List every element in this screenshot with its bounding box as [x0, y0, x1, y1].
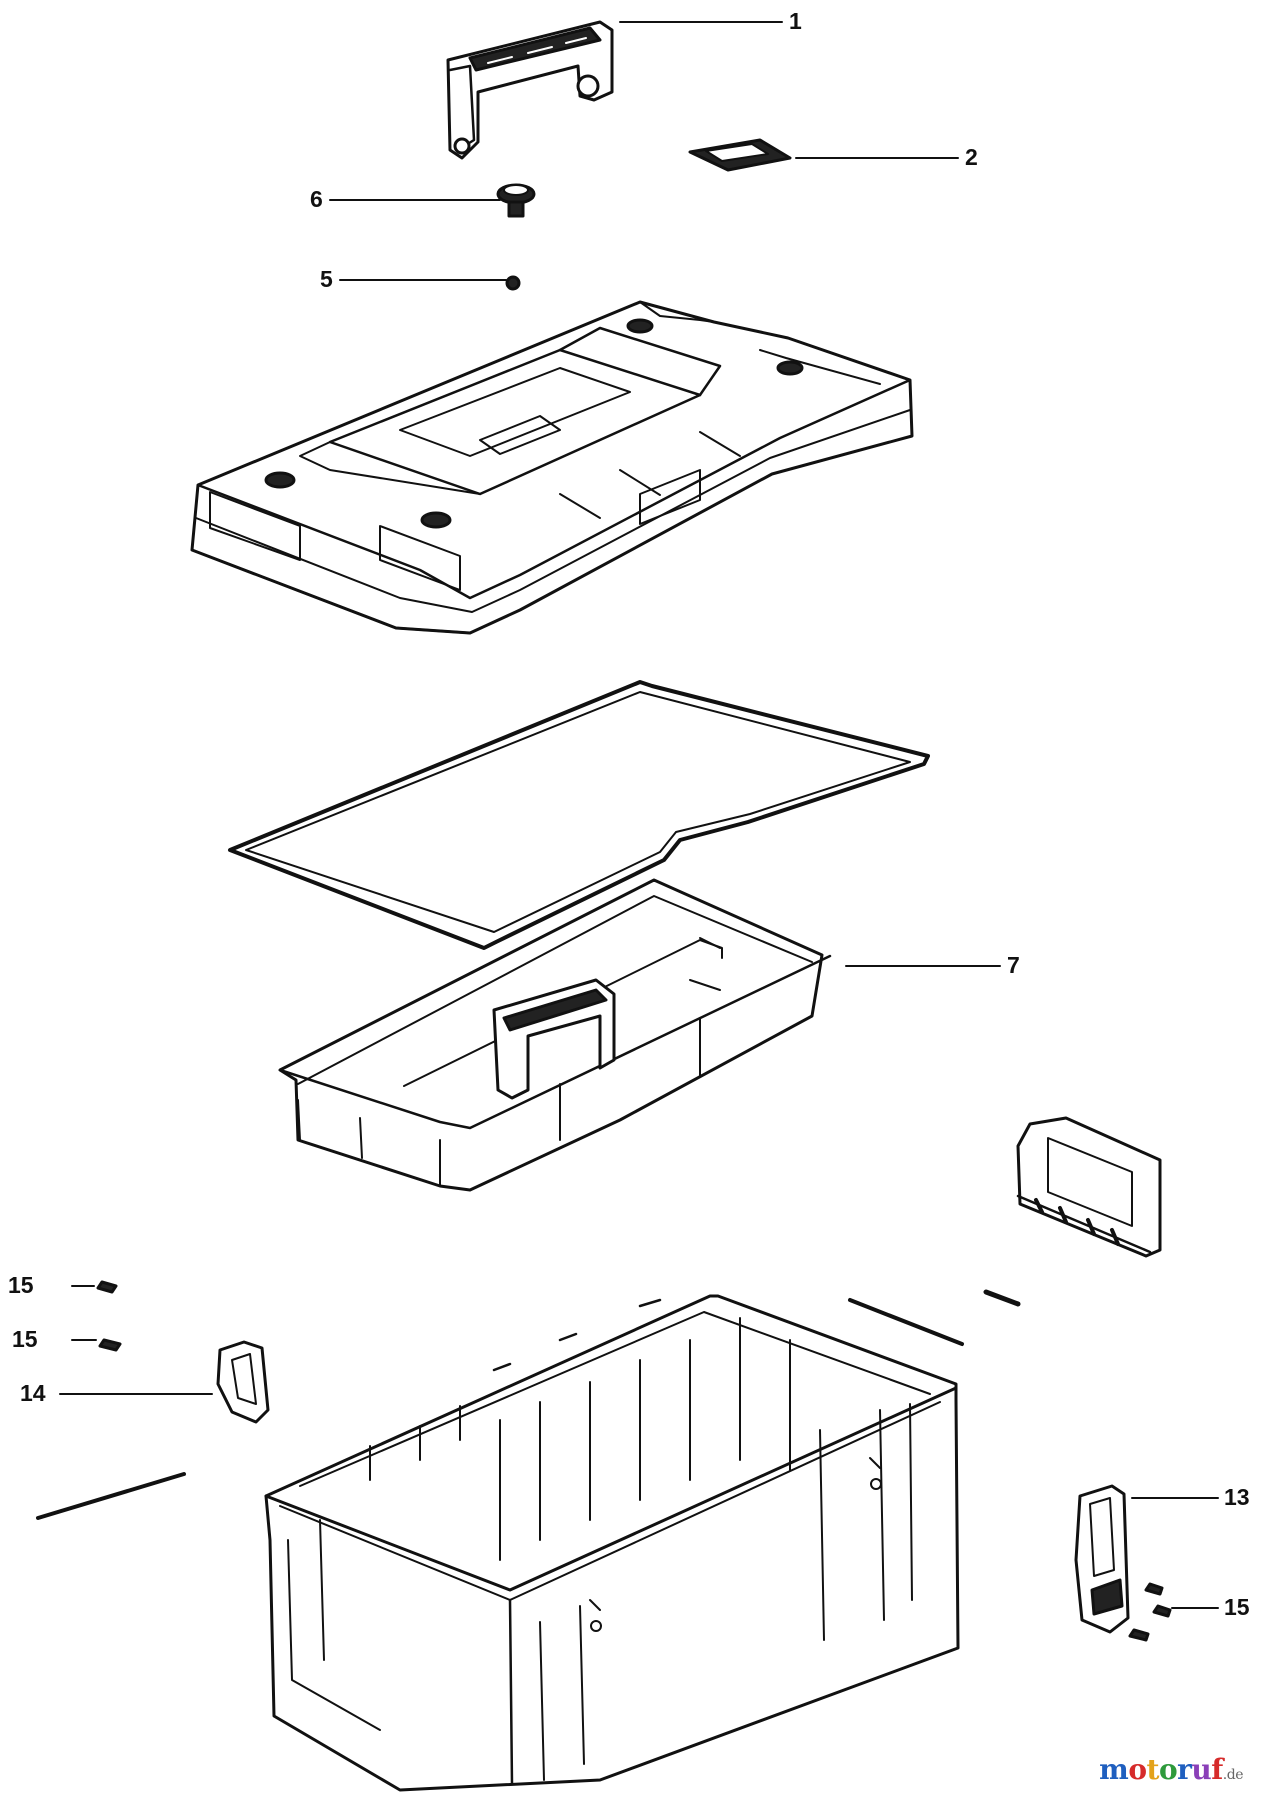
part-side-handle — [1016, 1116, 1162, 1258]
watermark-brand: motoruf — [1099, 1753, 1223, 1786]
part-latch-plate — [688, 138, 792, 172]
part-latch-13 — [1074, 1484, 1130, 1634]
watermark-letter: t — [1146, 1753, 1160, 1786]
callout-14: 14 — [20, 1380, 46, 1406]
callout-15-lower: 15 — [1224, 1594, 1250, 1620]
part-tray — [278, 878, 832, 1192]
callout-15-middle: 15 — [12, 1326, 38, 1352]
callout-15-upper: 15 — [8, 1272, 34, 1298]
watermark-letter: m — [1099, 1753, 1129, 1786]
part-screws — [96, 1280, 1172, 1642]
watermark-letter: o — [1158, 1753, 1178, 1786]
motoruf-watermark-logo: motoruf.de — [1099, 1753, 1243, 1786]
part-box-base — [264, 1294, 960, 1792]
callout-2: 2 — [965, 144, 978, 170]
callout-1: 1 — [789, 8, 802, 34]
watermark-letter: u — [1191, 1753, 1212, 1786]
callout-5: 5 — [320, 266, 333, 292]
part-handle — [446, 20, 614, 160]
leader-lines — [59, 21, 1219, 1609]
watermark-letter: r — [1177, 1753, 1192, 1786]
part-clip-14 — [216, 1340, 270, 1424]
callout-13: 13 — [1224, 1484, 1250, 1510]
part-gasket — [228, 680, 930, 950]
watermark-letter: f — [1211, 1753, 1223, 1786]
part-knob — [496, 183, 536, 218]
watermark-letter: o — [1128, 1753, 1147, 1786]
part-hinge-pins — [36, 1289, 1021, 1520]
callout-6: 6 — [310, 186, 323, 212]
watermark-tld: .de — [1222, 1767, 1244, 1783]
part-lid — [190, 300, 914, 635]
callout-7: 7 — [1007, 952, 1020, 978]
part-nut — [505, 275, 521, 291]
